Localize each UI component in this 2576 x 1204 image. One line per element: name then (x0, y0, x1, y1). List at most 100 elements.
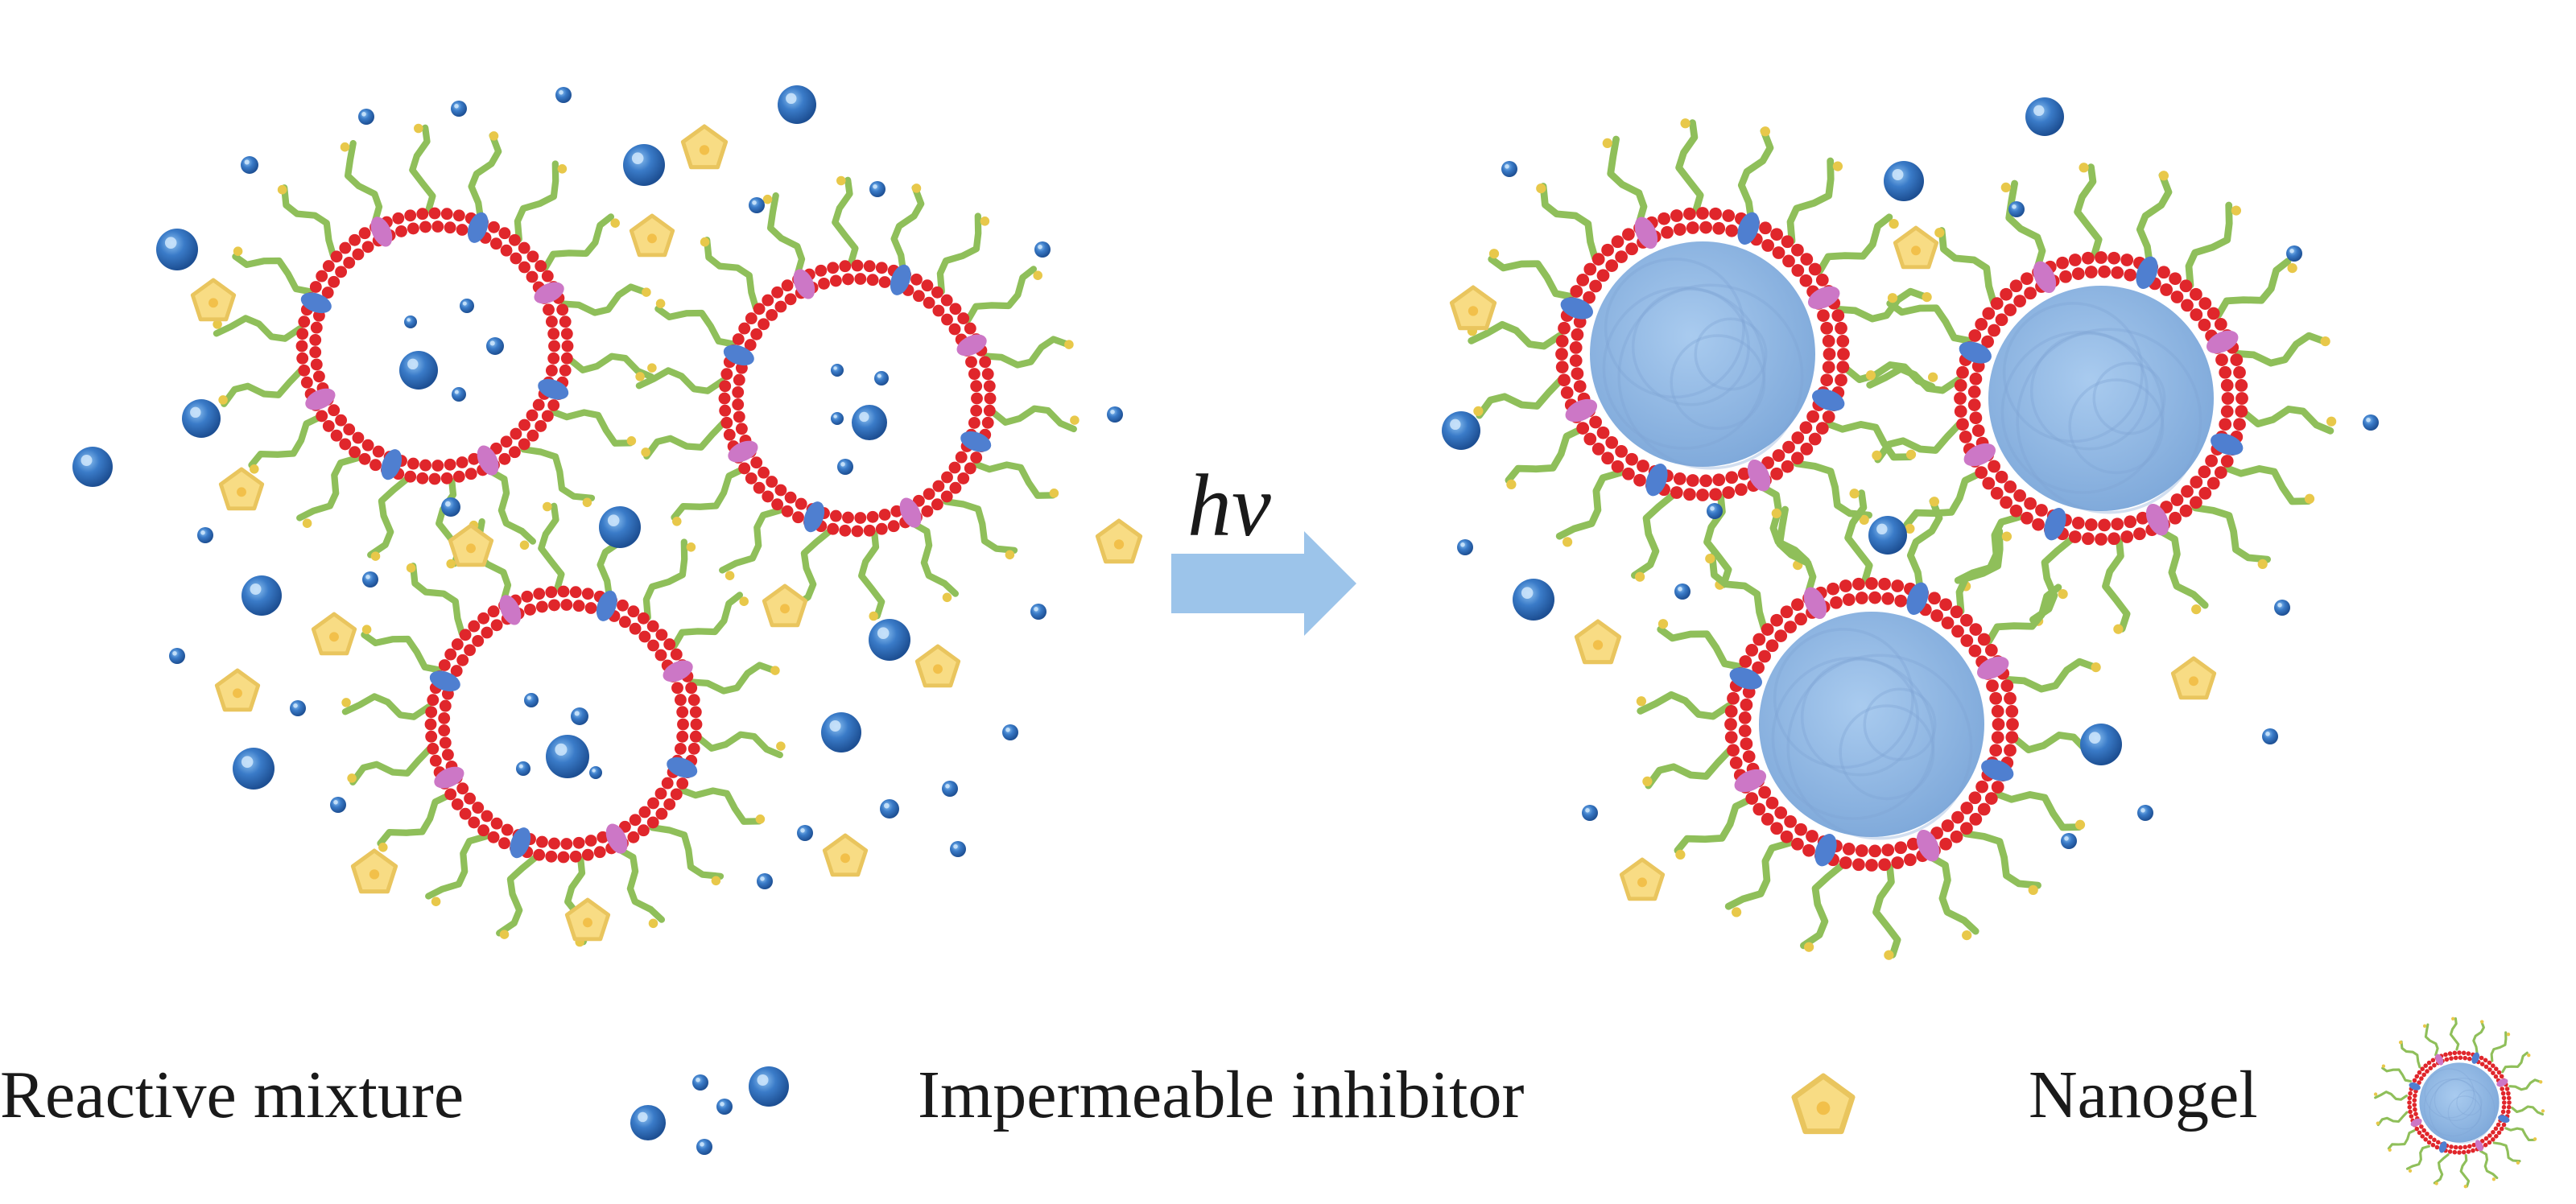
monomer-icon (2274, 600, 2290, 616)
monomer-icon (571, 707, 588, 725)
monomer-icon (2137, 805, 2153, 821)
monomer-icon (452, 387, 466, 402)
legend: Reactive mixture Impermeable inhibitor N… (0, 1016, 2545, 1189)
inhibitor-pentagon-icon (190, 278, 237, 322)
nanogel-icon (2373, 1016, 2545, 1189)
monomer-icon (1707, 503, 1723, 519)
after-polymerization-panel (1442, 97, 2379, 960)
monomer-icon (2286, 245, 2302, 262)
inhibitor-pentagon-icon (564, 897, 611, 942)
monomer-cluster-icon (630, 1066, 789, 1155)
monomer-icon (1884, 161, 1924, 201)
monomer-icon (241, 156, 258, 174)
monomer-icon (362, 571, 378, 588)
monomer-icon (404, 315, 417, 328)
monomer-icon (451, 101, 467, 117)
monomer-icon (821, 712, 861, 752)
inhibitor-pentagon-icon (448, 523, 494, 567)
monomer-icon (696, 1139, 712, 1155)
monomer-icon (749, 197, 765, 213)
monomer-icon (692, 1074, 708, 1091)
nanogel-particle (1865, 163, 2337, 634)
monomer-icon (599, 506, 641, 548)
liposome-vesicle (635, 175, 1080, 621)
inhibitor-pentagon-icon (311, 612, 357, 656)
inhibitor-pentagon-icon (629, 213, 675, 258)
monomer-icon (797, 825, 813, 841)
monomer-icon (1674, 583, 1690, 600)
monomer-icon (555, 87, 572, 103)
nanogel-particle (1636, 489, 2107, 960)
nanogel-particle (2373, 1016, 2545, 1189)
monomer-icon (1107, 406, 1123, 423)
monomer-icon (831, 412, 844, 425)
monomer-icon (1442, 411, 1480, 450)
nanogel-particle (1467, 118, 1938, 590)
inhibitor-pentagon-icon (214, 668, 261, 712)
monomer-icon (2061, 833, 2077, 849)
legend-label-impermeable-inhibitor: Impermeable inhibitor (918, 1058, 1524, 1132)
light-irradiation-arrow: hv (1171, 456, 1356, 636)
monomer-icon (1030, 604, 1046, 620)
monomer-icon (778, 85, 816, 124)
monomer-icon (880, 799, 899, 818)
monomer-icon (169, 648, 185, 664)
hv-label: hv (1187, 456, 1271, 555)
inhibitor-pentagon-icon (914, 644, 961, 688)
monomer-icon (2363, 414, 2379, 431)
monomer-icon (399, 351, 438, 390)
monomer-icon (942, 781, 958, 797)
monomer-icon (330, 797, 346, 813)
monomer-icon (831, 364, 844, 377)
monomer-icon (2080, 724, 2122, 765)
legend-label-nanogel: Nanogel (2029, 1058, 2258, 1132)
inhibitor-pentagon-icon (218, 467, 265, 511)
legend-label-reactive-mixture: Reactive mixture (0, 1058, 464, 1132)
inhibitor-pentagon-icon (762, 583, 808, 628)
monomer-icon (72, 447, 113, 487)
inhibitor-pentagon-icon (1619, 857, 1666, 901)
liposome-vesicle (213, 123, 657, 569)
monomer-icon (441, 497, 460, 517)
monomer-icon (1582, 805, 1598, 821)
monomer-icon (546, 735, 589, 778)
monomer-icon (156, 229, 198, 270)
monomer-icon (516, 761, 530, 776)
monomer-icon (524, 693, 539, 707)
monomer-icon (182, 399, 221, 438)
monomer-icon (290, 700, 306, 716)
monomer-icon (716, 1099, 733, 1115)
monomer-icon (837, 459, 853, 475)
monomer-icon (630, 1105, 666, 1140)
monomer-icon (242, 575, 282, 616)
inhibitor-pentagon-icon (1791, 1073, 1856, 1135)
monomer-icon (2025, 97, 2064, 136)
inhibitor-pentagon-icon (350, 848, 398, 894)
monomer-icon (486, 337, 504, 355)
inhibitor-pentagon-icon (1449, 285, 1497, 331)
monomer-icon (874, 371, 889, 386)
liposome-vesicle (341, 501, 786, 947)
monomer-icon (950, 841, 966, 857)
inhibitor-pentagon-icon (1574, 619, 1622, 665)
monomer-icon (869, 181, 886, 197)
monomer-icon (460, 299, 474, 313)
monomer-icon (2262, 728, 2278, 744)
inhibitor-pentagon-icon (1791, 1073, 1856, 1135)
monomer-icon (1501, 161, 1517, 177)
monomer-icon (1457, 539, 1473, 555)
monomer-icon (1034, 241, 1051, 258)
monomer-icon (358, 109, 374, 125)
inhibitor-pentagon-icon (1095, 518, 1143, 564)
arrow-shape (1171, 531, 1356, 636)
monomer-icon (1002, 724, 1018, 740)
inhibitor-pentagon-icon (1893, 225, 1939, 270)
before-polymerization-panel (72, 85, 1143, 947)
monomer-icon (852, 405, 887, 440)
monomer-icon (869, 619, 910, 661)
monomer-icon (749, 1066, 789, 1107)
inhibitor-pentagon-icon (2170, 656, 2217, 700)
monomer-icon (623, 144, 665, 186)
monomer-icon (233, 748, 275, 790)
monomer-icon (757, 873, 773, 889)
